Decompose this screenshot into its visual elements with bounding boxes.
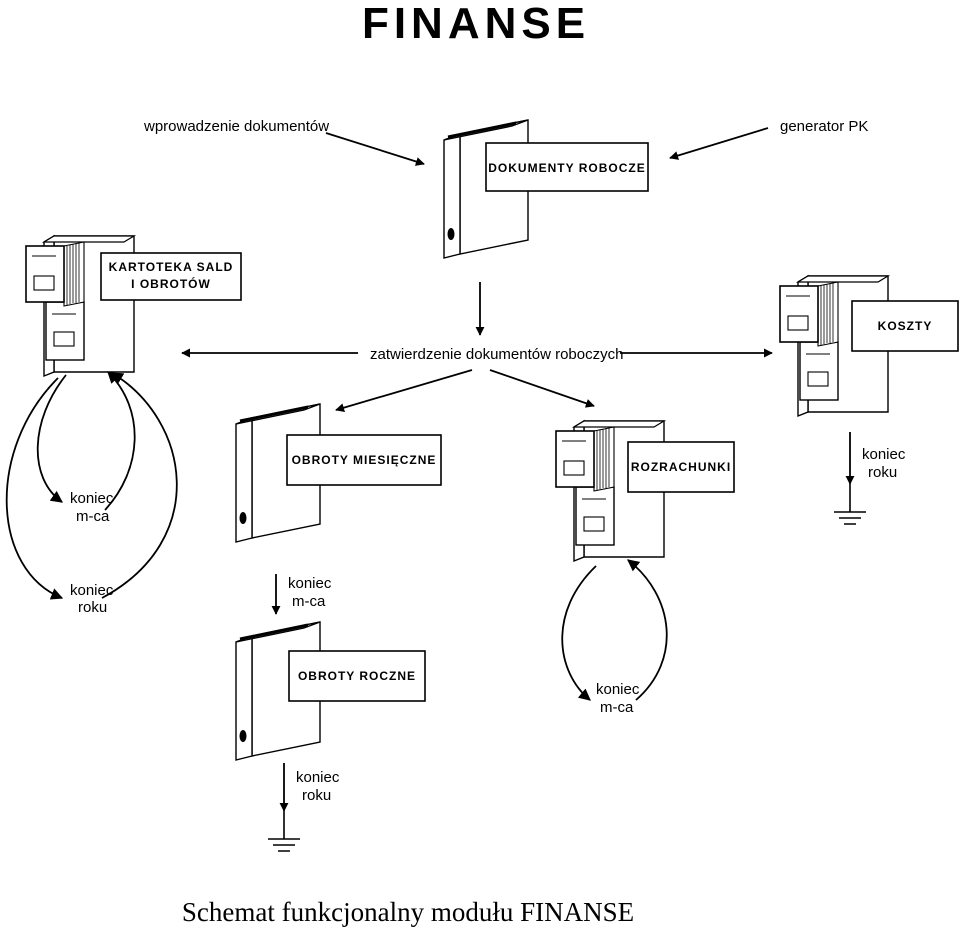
diagram-title: FINANSE <box>362 0 590 48</box>
monthly-koniec: koniec <box>288 575 332 592</box>
costs-label: KOSZTY <box>878 319 933 333</box>
monthly-turnover-box <box>286 434 442 486</box>
annual-koniec: koniec <box>296 769 340 786</box>
settlements-box <box>627 441 735 493</box>
arrow-entry-to-working-docs <box>325 132 425 166</box>
monthly-turnover-label: OBROTY MIESIĘCZNE <box>292 453 437 467</box>
costs-ground-icon <box>833 483 867 525</box>
balances-month-mca: m-ca <box>76 508 110 525</box>
annual-roku: roku <box>302 787 331 804</box>
costs-koniec: koniec <box>862 446 906 463</box>
approval-label: zatwierdzenie dokumentów roboczych <box>370 346 623 363</box>
balances-year-end-arrow-in <box>101 372 178 599</box>
arrow-approval-to-settlements <box>489 369 595 408</box>
balances-year-roku: roku <box>78 599 107 616</box>
settlements-koniec: koniec <box>596 681 640 698</box>
costs-box <box>851 300 959 352</box>
arrow-pk-to-working-docs <box>669 127 769 160</box>
arrow-approval-to-monthly <box>335 369 473 413</box>
working-documents-box <box>485 142 649 192</box>
annual-turnover-label: OBROTY ROCZNE <box>298 669 416 683</box>
balances-label-line2: I OBROTÓW <box>131 276 211 291</box>
balances-month-koniec: koniec <box>70 490 114 507</box>
monthly-mca: m-ca <box>292 593 326 610</box>
settlements-mca: m-ca <box>600 699 634 716</box>
document-entry-label: wprowadzenie dokumentów <box>143 118 329 135</box>
balances-year-koniec: koniec <box>70 582 114 599</box>
settlements-label: ROZRACHUNKI <box>631 460 731 474</box>
settlements-month-end-arrow-in <box>627 559 668 701</box>
costs-roku: roku <box>868 464 897 481</box>
annual-turnover-box <box>288 650 426 702</box>
annual-ground-icon <box>267 810 301 852</box>
balances-label-line1: KARTOTEKA SALD <box>109 260 234 274</box>
balances-month-end-arrow-in <box>104 371 136 511</box>
balances-month-end-arrow-out <box>36 374 67 503</box>
balances-box <box>100 252 242 301</box>
pk-generator-label: generator PK <box>780 118 868 135</box>
working-documents-label: DOKUMENTY ROBOCZE <box>488 161 645 175</box>
diagram-caption: Schemat funkcjonalny modułu FINANSE <box>182 897 634 927</box>
settlements-month-end-arrow-out <box>561 565 597 701</box>
balances-year-end-arrow-out <box>5 377 64 600</box>
